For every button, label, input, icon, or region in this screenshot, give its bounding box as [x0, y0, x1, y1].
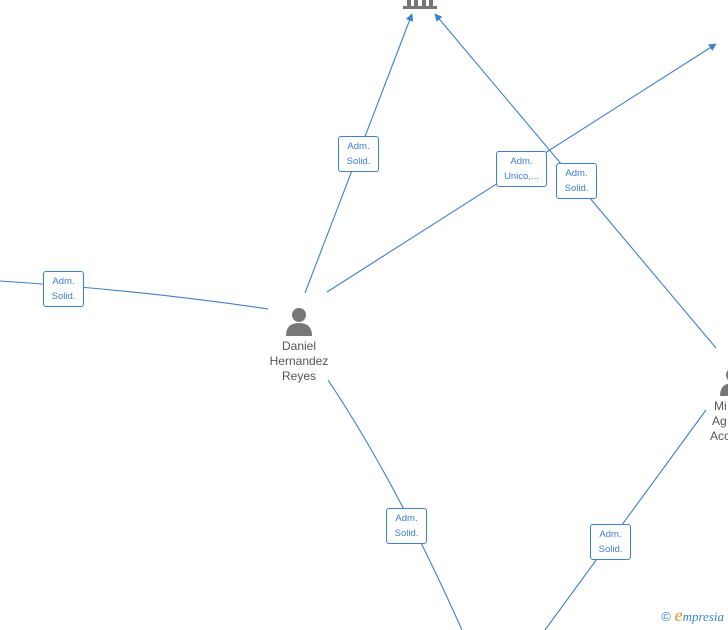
- relation-badge-adm-unico[interactable]: Adm. Unico,...: [496, 151, 547, 187]
- edge-left-to-center: [0, 280, 269, 310]
- relation-badge-adm-solid[interactable]: Adm. Solid.: [43, 271, 84, 307]
- brand-logo-initial: e: [674, 605, 683, 625]
- person-name: Mi Ag Acc: [710, 399, 728, 443]
- person-name: Daniel Hernandez Reyes: [269, 339, 329, 383]
- person-icon: [720, 370, 728, 396]
- relation-badge-adm-solid[interactable]: Adm. Solid.: [590, 524, 631, 560]
- relation-badge-adm-solid[interactable]: Adm. Solid.: [386, 508, 427, 544]
- edge-right-to-bottom: [544, 409, 707, 630]
- company-building-icon[interactable]: [403, 0, 437, 10]
- edge-center-to-bottom: [327, 379, 463, 630]
- person-node-right[interactable]: Mi Ag Acc: [704, 366, 728, 444]
- relation-badge-adm-solid[interactable]: Adm. Solid.: [338, 136, 379, 172]
- copyright-symbol: ©: [661, 609, 671, 624]
- brand-logo-text: mpresia: [682, 609, 724, 624]
- relation-badge-adm-solid[interactable]: Adm. Solid.: [556, 163, 597, 199]
- person-node-center[interactable]: Daniel Hernandez Reyes: [262, 306, 336, 384]
- brand-watermark: © empresia: [661, 605, 724, 626]
- person-icon: [286, 308, 312, 336]
